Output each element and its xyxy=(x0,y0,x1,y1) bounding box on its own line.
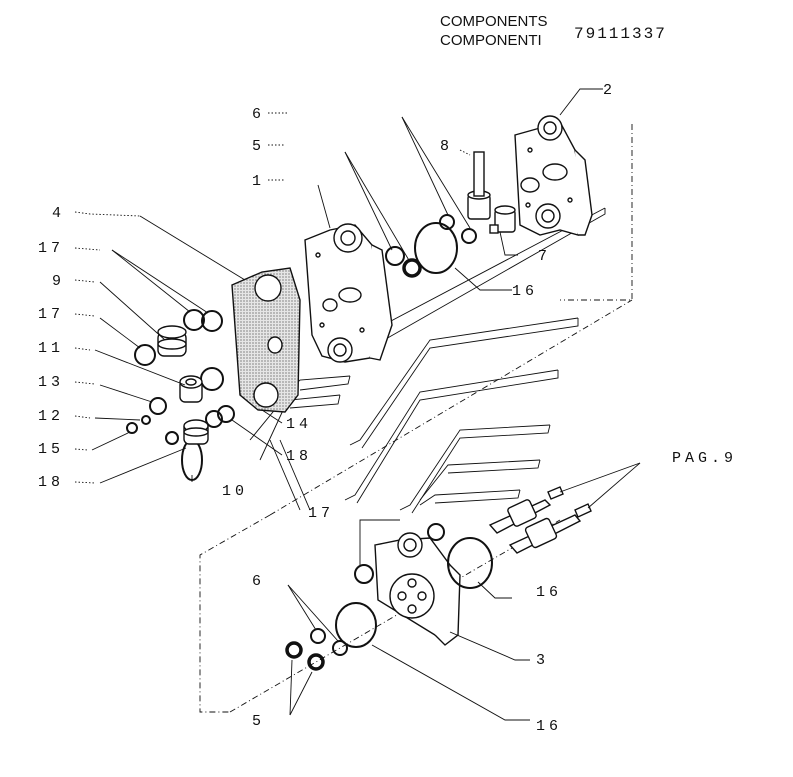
label-5-bottom: 5 xyxy=(252,713,265,730)
seal-rings-lower xyxy=(285,523,493,671)
label-16-mid: 16 xyxy=(536,584,562,601)
gear-set-upper xyxy=(439,151,516,244)
label-17-a: 17 xyxy=(38,240,64,257)
label-pag-9: PAG.9 xyxy=(672,450,737,467)
label-10: 10 xyxy=(222,483,248,500)
plate-1 xyxy=(304,223,393,363)
label-7: 7 xyxy=(538,248,551,265)
leader-lines xyxy=(74,88,641,721)
label-16-bottom: 16 xyxy=(536,718,562,735)
gear-shafts xyxy=(488,486,592,554)
label-15: 15 xyxy=(38,441,64,458)
label-6-top: 6 xyxy=(252,106,265,123)
assembly-axis-lines xyxy=(199,124,633,713)
label-3: 3 xyxy=(536,652,549,669)
plate-3 xyxy=(374,532,461,646)
label-17-c: 17 xyxy=(308,505,334,522)
label-8: 8 xyxy=(440,138,453,155)
header-components: COMPONENTS xyxy=(440,13,548,30)
guide-chevrons xyxy=(249,207,606,514)
label-1: 1 xyxy=(252,173,265,190)
label-14: 14 xyxy=(286,416,312,433)
label-18-b: 18 xyxy=(286,448,312,465)
seal-rings-upper xyxy=(385,222,458,278)
label-9: 9 xyxy=(52,273,65,290)
label-16-top: 16 xyxy=(512,283,538,300)
bushing-9 xyxy=(157,325,187,357)
label-18-a: 18 xyxy=(38,474,64,491)
bushing-11 xyxy=(179,375,203,403)
label-5-top: 5 xyxy=(252,138,265,155)
label-13: 13 xyxy=(38,374,64,391)
part-code: 79111337 xyxy=(574,25,667,43)
label-6-bottom: 6 xyxy=(252,573,265,590)
label-4: 4 xyxy=(52,205,65,222)
label-12: 12 xyxy=(38,408,64,425)
plate-2 xyxy=(514,115,593,236)
label-11: 11 xyxy=(38,340,64,357)
bushing-18 xyxy=(183,419,209,445)
label-17-b: 17 xyxy=(38,306,64,323)
reference-labels: 2 6 8 5 1 4 17 7 9 16 17 11 13 12 14 15 … xyxy=(38,82,737,735)
header-componenti: COMPONENTI xyxy=(440,32,542,49)
gasket-4 xyxy=(231,267,301,413)
label-2: 2 xyxy=(603,82,616,99)
